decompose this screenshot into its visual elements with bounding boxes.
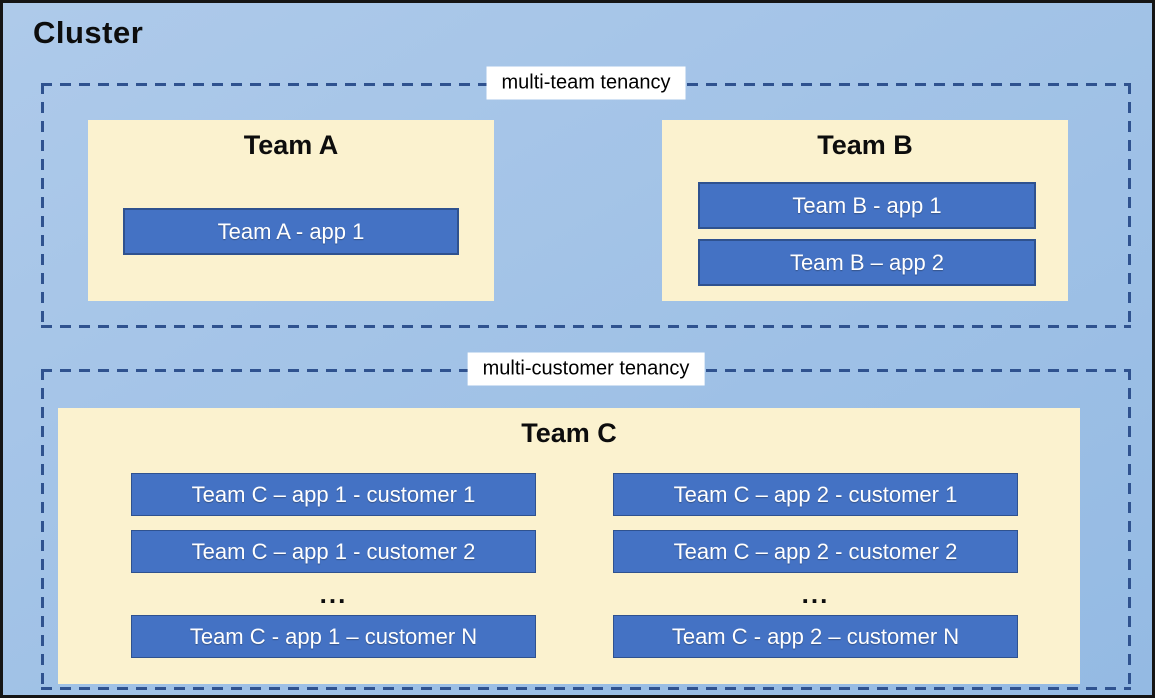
team-c-app1-column: Team C – app 1 - customer 1 Team C – app…	[131, 473, 536, 658]
section-label-multi-customer: multi-customer tenancy	[467, 352, 705, 386]
cluster-title: Cluster	[33, 15, 144, 50]
team-b-app-1-box: Team B - app 1	[698, 182, 1036, 229]
team-b-app-2-box: Team B – app 2	[698, 239, 1036, 286]
team-c-app2-customer-n-box: Team C - app 2 – customer N	[613, 615, 1018, 658]
team-c-app2-customer-2-box: Team C – app 2 - customer 2	[613, 530, 1018, 573]
team-c-app1-customer-2-box: Team C – app 1 - customer 2	[131, 530, 536, 573]
section-multi-team-tenancy: multi-team tenancy Team A Team A - app 1…	[41, 66, 1131, 328]
team-c-app1-customer-1-box: Team C – app 1 - customer 1	[131, 473, 536, 516]
team-c-title: Team C	[521, 418, 617, 448]
section-label-multi-team: multi-team tenancy	[486, 66, 686, 100]
team-c-panel: Team C Team C – app 1 - customer 1 Team …	[58, 408, 1080, 684]
team-c-app1-customer-n-box: Team C - app 1 – customer N	[131, 615, 536, 658]
team-c-app2-customer-1-box: Team C – app 2 - customer 1	[613, 473, 1018, 516]
team-c-app1-more-customers-ellipsis: ...	[319, 578, 348, 609]
team-c-app2-more-customers-ellipsis: ...	[801, 578, 830, 609]
team-b-panel: Team B Team B - app 1 Team B – app 2	[662, 120, 1068, 301]
team-a-panel: Team A Team A - app 1	[88, 120, 494, 301]
team-a-title: Team A	[243, 130, 339, 160]
team-a-app-1-box: Team A - app 1	[123, 208, 459, 255]
team-b-title: Team B	[817, 130, 913, 160]
team-c-app2-column: Team C – app 2 - customer 1 Team C – app…	[613, 473, 1018, 658]
section-multi-customer-tenancy: multi-customer tenancy Team C Team C – a…	[41, 352, 1131, 690]
